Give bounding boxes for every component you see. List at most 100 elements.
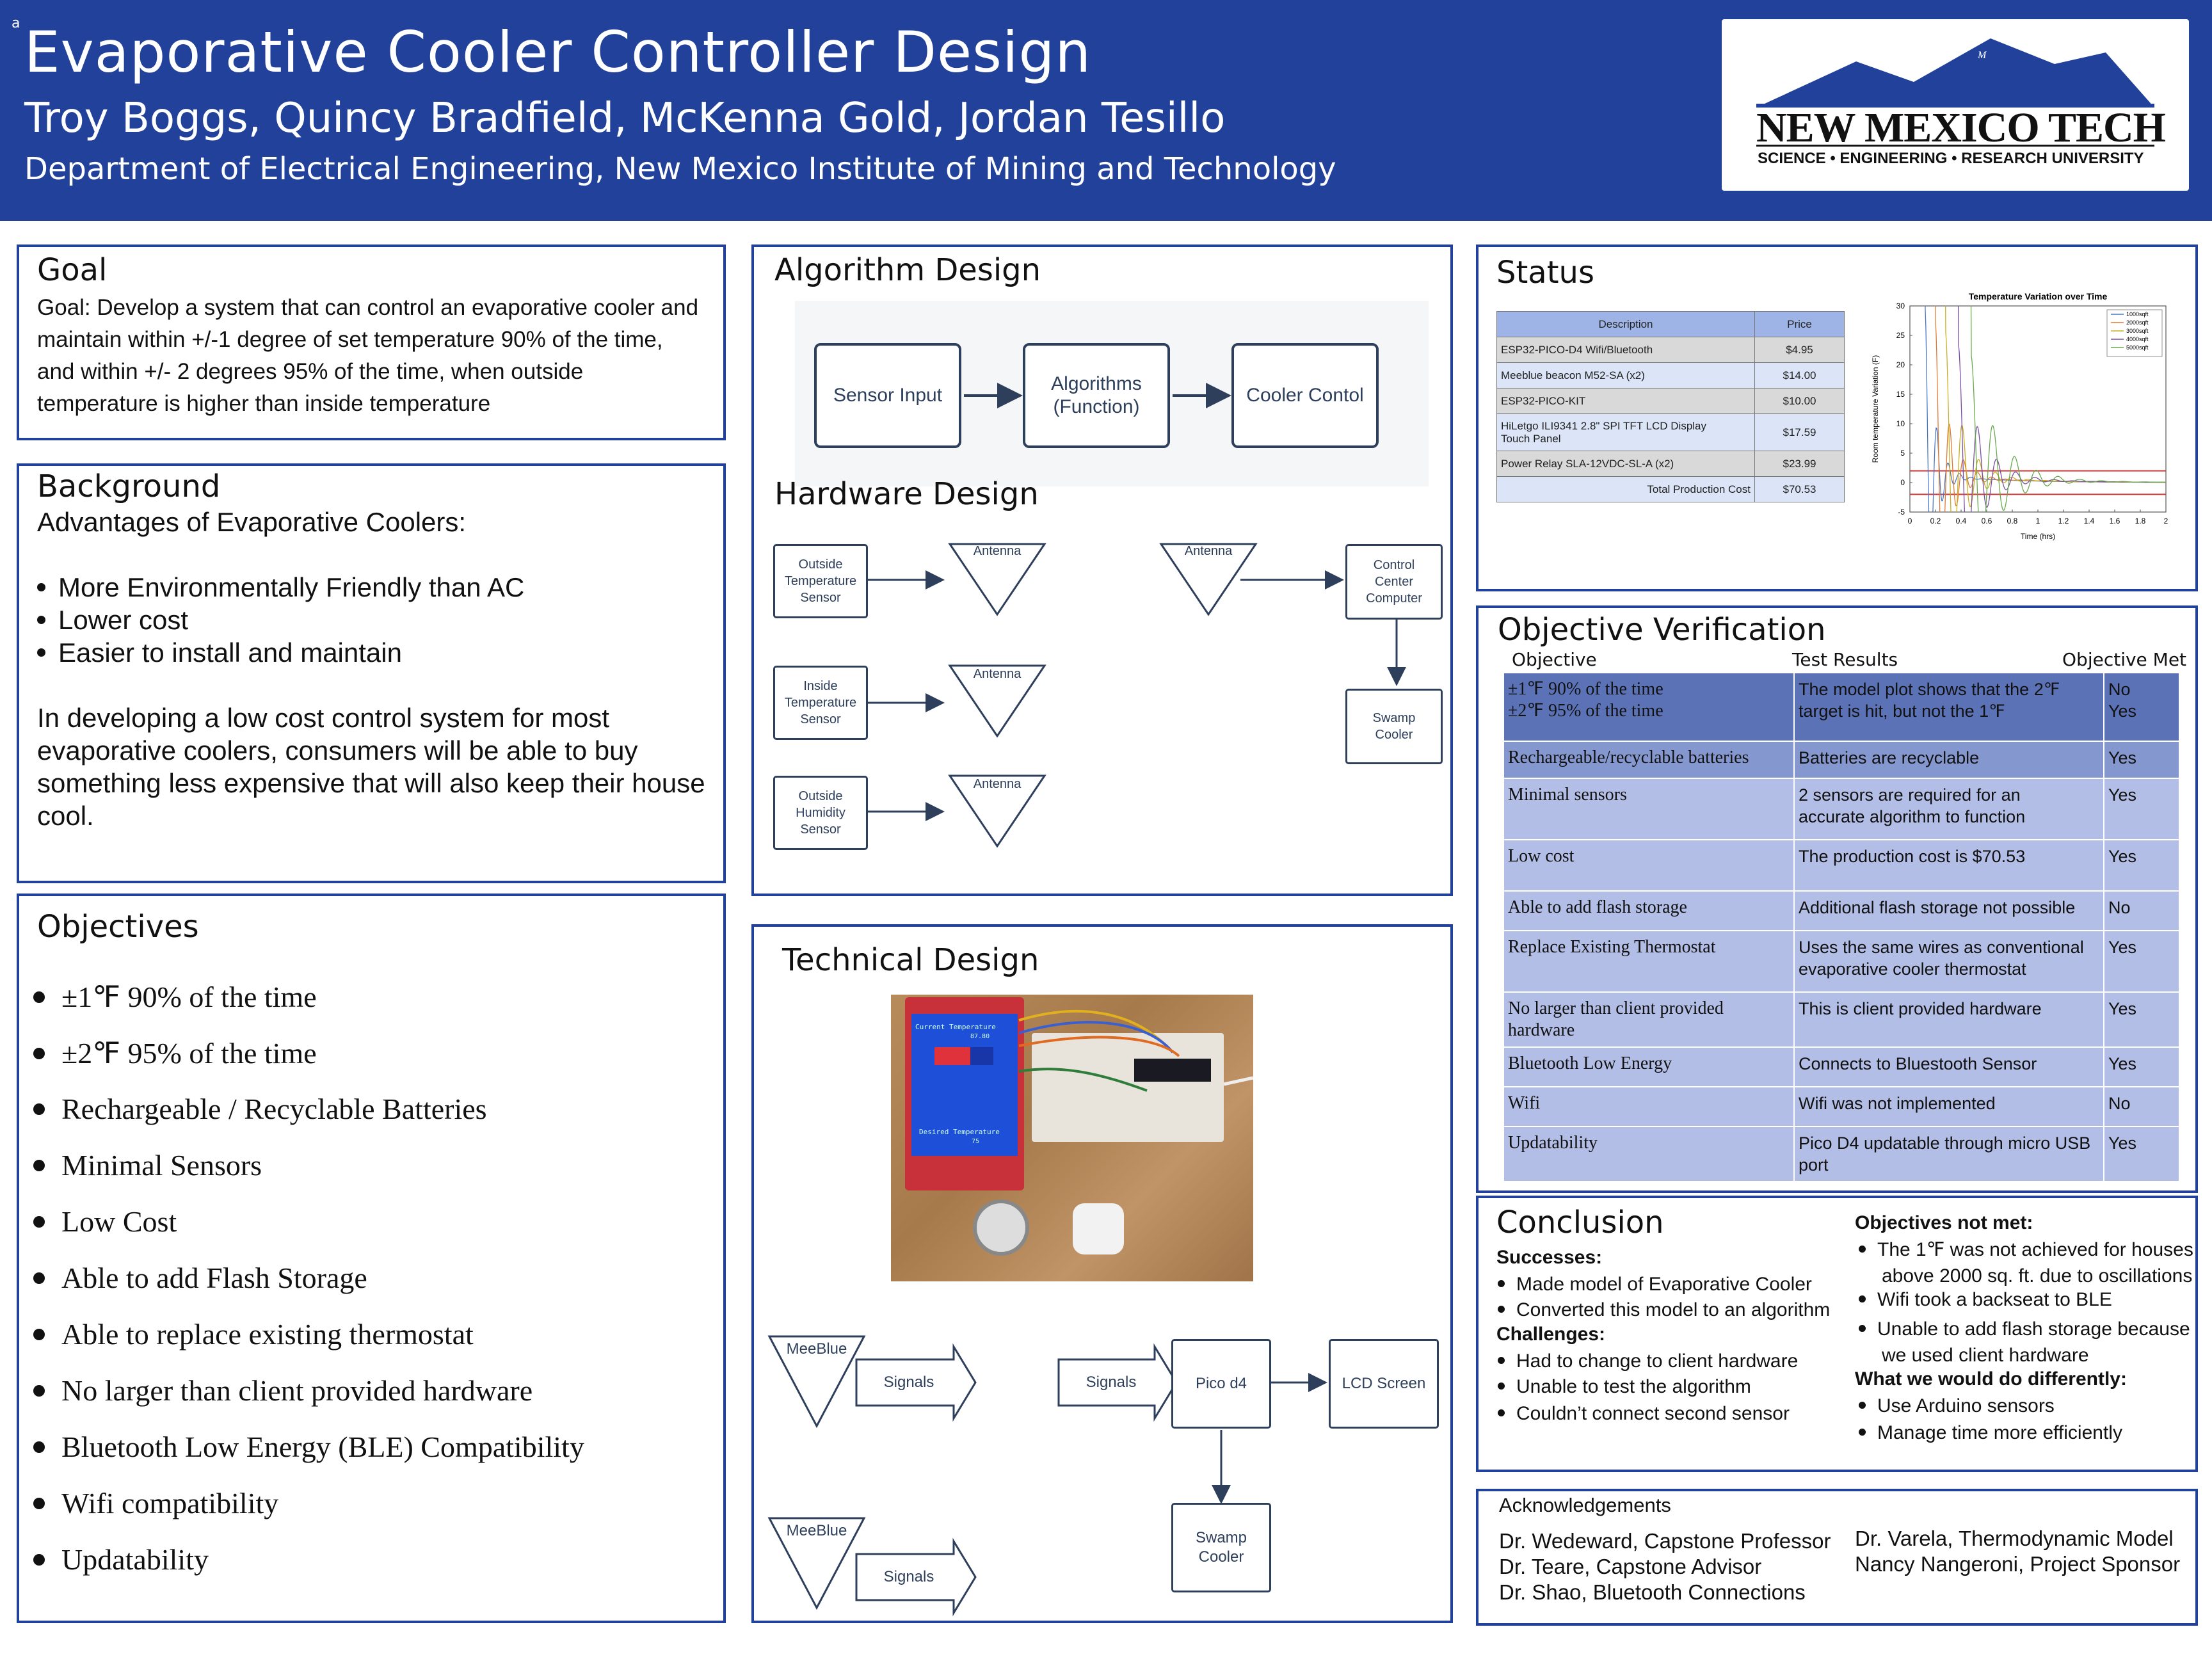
y-tick-label: 5 (1900, 449, 1905, 458)
x-tick-label: 1 (2036, 517, 2040, 525)
y-tick-label: 25 (1896, 331, 1905, 340)
mountain-logo-icon (1756, 38, 2154, 108)
x-axis-label: Time (hrs) (2021, 532, 2055, 541)
objectives-title: Objectives (37, 909, 199, 945)
legend-entry: 5000sqft (2126, 344, 2149, 351)
objective-item: No larger than client provided hardware (33, 1374, 533, 1407)
background-title: Background (37, 469, 221, 504)
differently-label: What we would do differently: (1855, 1368, 2127, 1390)
x-tick-label: 1.6 (2110, 517, 2120, 525)
y-tick-label: 20 (1896, 360, 1905, 369)
table-cell: Meeblue beacon M52-SA (x2) (1496, 362, 1755, 389)
table-cell: Able to add flash storage (1504, 891, 1795, 931)
technical-title: Technical Design (782, 942, 1039, 978)
table-total-row: Total Production Cost $70.53 (1496, 476, 1845, 502)
meeblue-label: MeeBlue (786, 1340, 847, 1358)
table-cell: No (2104, 891, 2180, 931)
legend-box (2106, 309, 2163, 357)
logo-mark: M (1978, 50, 1987, 61)
paragraph-line: cool. (37, 801, 94, 831)
table-cell: $10.00 (1754, 388, 1845, 414)
status-title: Status (1496, 255, 1594, 291)
verification-panel: Objective Verification Objective Test Re… (1476, 605, 2198, 1193)
pico-box: Pico d4 (1171, 1339, 1271, 1429)
table-cell: $14.00 (1754, 362, 1845, 389)
acknowledgements-panel: Acknowledgements Dr. Wedeward, Capstone … (1476, 1489, 2198, 1626)
y-tick-label: 30 (1896, 301, 1905, 310)
table-header: Description (1496, 311, 1755, 337)
meeblue-beacon (973, 1199, 1029, 1256)
table-cell: Wifi was not implemented (1794, 1087, 2104, 1127)
paragraph-line: evaporative coolers, consumers will be a… (37, 735, 638, 765)
objective-item: Able to replace existing thermostat (33, 1317, 474, 1351)
poster-department: Department of Electrical Engineering, Ne… (24, 151, 1336, 187)
differently-item: Use Arduino sensors (1859, 1395, 2055, 1417)
background-panel: Background Advantages of Evaporative Coo… (17, 463, 726, 883)
antenna-label: Antenna (973, 544, 1022, 558)
challenge-item: Couldn’t connect second sensor (1498, 1403, 1790, 1425)
logo-name: NEW MEXICO TECH (1756, 104, 2166, 151)
objective-item: Bluetooth Low Energy (BLE) Compatibility (33, 1430, 584, 1464)
pico-board (1134, 1059, 1211, 1082)
table-cell: $70.53 (1754, 476, 1845, 502)
table-row: Meeblue beacon M52-SA (x2) $14.00 (1496, 362, 1845, 389)
poster-header: a Evaporative Cooler Controller Design T… (0, 0, 2212, 221)
table-cell: The production cost is $70.53 (1794, 840, 2104, 892)
success-item: Converted this model to an algorithm (1498, 1299, 1830, 1321)
x-tick-label: 2 (2164, 517, 2168, 525)
chart-title: Temperature Variation over Time (1969, 291, 2108, 301)
objective-item: Rechargeable / Recyclable Batteries (33, 1092, 487, 1126)
sensor-input-box: Sensor Input (814, 343, 961, 448)
wires (1018, 1009, 1253, 1092)
university-logo: M NEW MEXICO TECH SCIENCE • ENGINEERING … (1722, 19, 2189, 191)
legend-entry: 4000sqft (2126, 336, 2149, 342)
background-bullet: Easier to install and maintain (37, 636, 524, 669)
not-met-item: The 1℉ was not achieved for houses above… (1859, 1237, 2193, 1289)
table-cell: $4.95 (1754, 337, 1845, 363)
table-cell: Updatability (1504, 1126, 1795, 1182)
table-row: Power Relay SLA-12VDC-SL-A (x2) $23.99 (1496, 451, 1845, 477)
lcd-current-value: 87.80 (970, 1033, 990, 1040)
table-cell: $17.59 (1754, 413, 1845, 451)
objective-item: ±1℉ 90% of the time (33, 979, 317, 1014)
verification-title: Objective Verification (1498, 612, 1826, 648)
objective-item: Low Cost (33, 1205, 177, 1238)
table-cell: Additional flash storage not possible (1794, 891, 2104, 931)
challenges-label: Challenges: (1496, 1324, 1606, 1345)
table-cell: No (2104, 1087, 2180, 1127)
price-table: Description Price ESP32-PICO-D4 Wifi/Blu… (1496, 311, 1845, 502)
table-cell: Rechargeable/recyclable batteries (1504, 741, 1795, 779)
y-tick-label: -5 (1898, 508, 1905, 517)
breadboard (1032, 1033, 1224, 1142)
column-header-met: Objective Met (2062, 649, 2187, 670)
x-tick-label: 1.2 (2058, 517, 2069, 525)
goal-line: and within +/- 2 degrees 95% of the time… (37, 359, 584, 384)
corner-label: a (12, 15, 20, 31)
y-tick-label: 0 (1900, 478, 1905, 487)
table-header: Price (1754, 311, 1845, 337)
goal-title: Goal (37, 252, 108, 288)
objective-item: Able to add Flash Storage (33, 1261, 367, 1295)
acknowledgement-right: Dr. Varela, Thermodynamic Model Nancy Na… (1855, 1527, 2181, 1576)
x-tick-label: 0 (1908, 517, 1912, 525)
goal-text: Goal: Develop a system that can control … (37, 292, 698, 420)
y-tick-label: 10 (1896, 419, 1905, 428)
not-met-item: Unable to add flash storage because we u… (1859, 1316, 2190, 1368)
legend-entry: 3000sqft (2126, 328, 2149, 334)
challenge-item: Had to change to client hardware (1498, 1350, 1798, 1372)
table-cell: Yes (2104, 741, 2180, 779)
poster-title: Evaporative Cooler Controller Design (24, 19, 1092, 85)
meeblue-label: MeeBlue (786, 1522, 847, 1539)
success-item: Made model of Evaporative Cooler (1498, 1274, 1812, 1295)
technical-diagram (767, 1335, 1327, 1617)
table-cell: HiLetgo ILI9341 2.8" SPI TFT LCD Display… (1496, 413, 1755, 451)
